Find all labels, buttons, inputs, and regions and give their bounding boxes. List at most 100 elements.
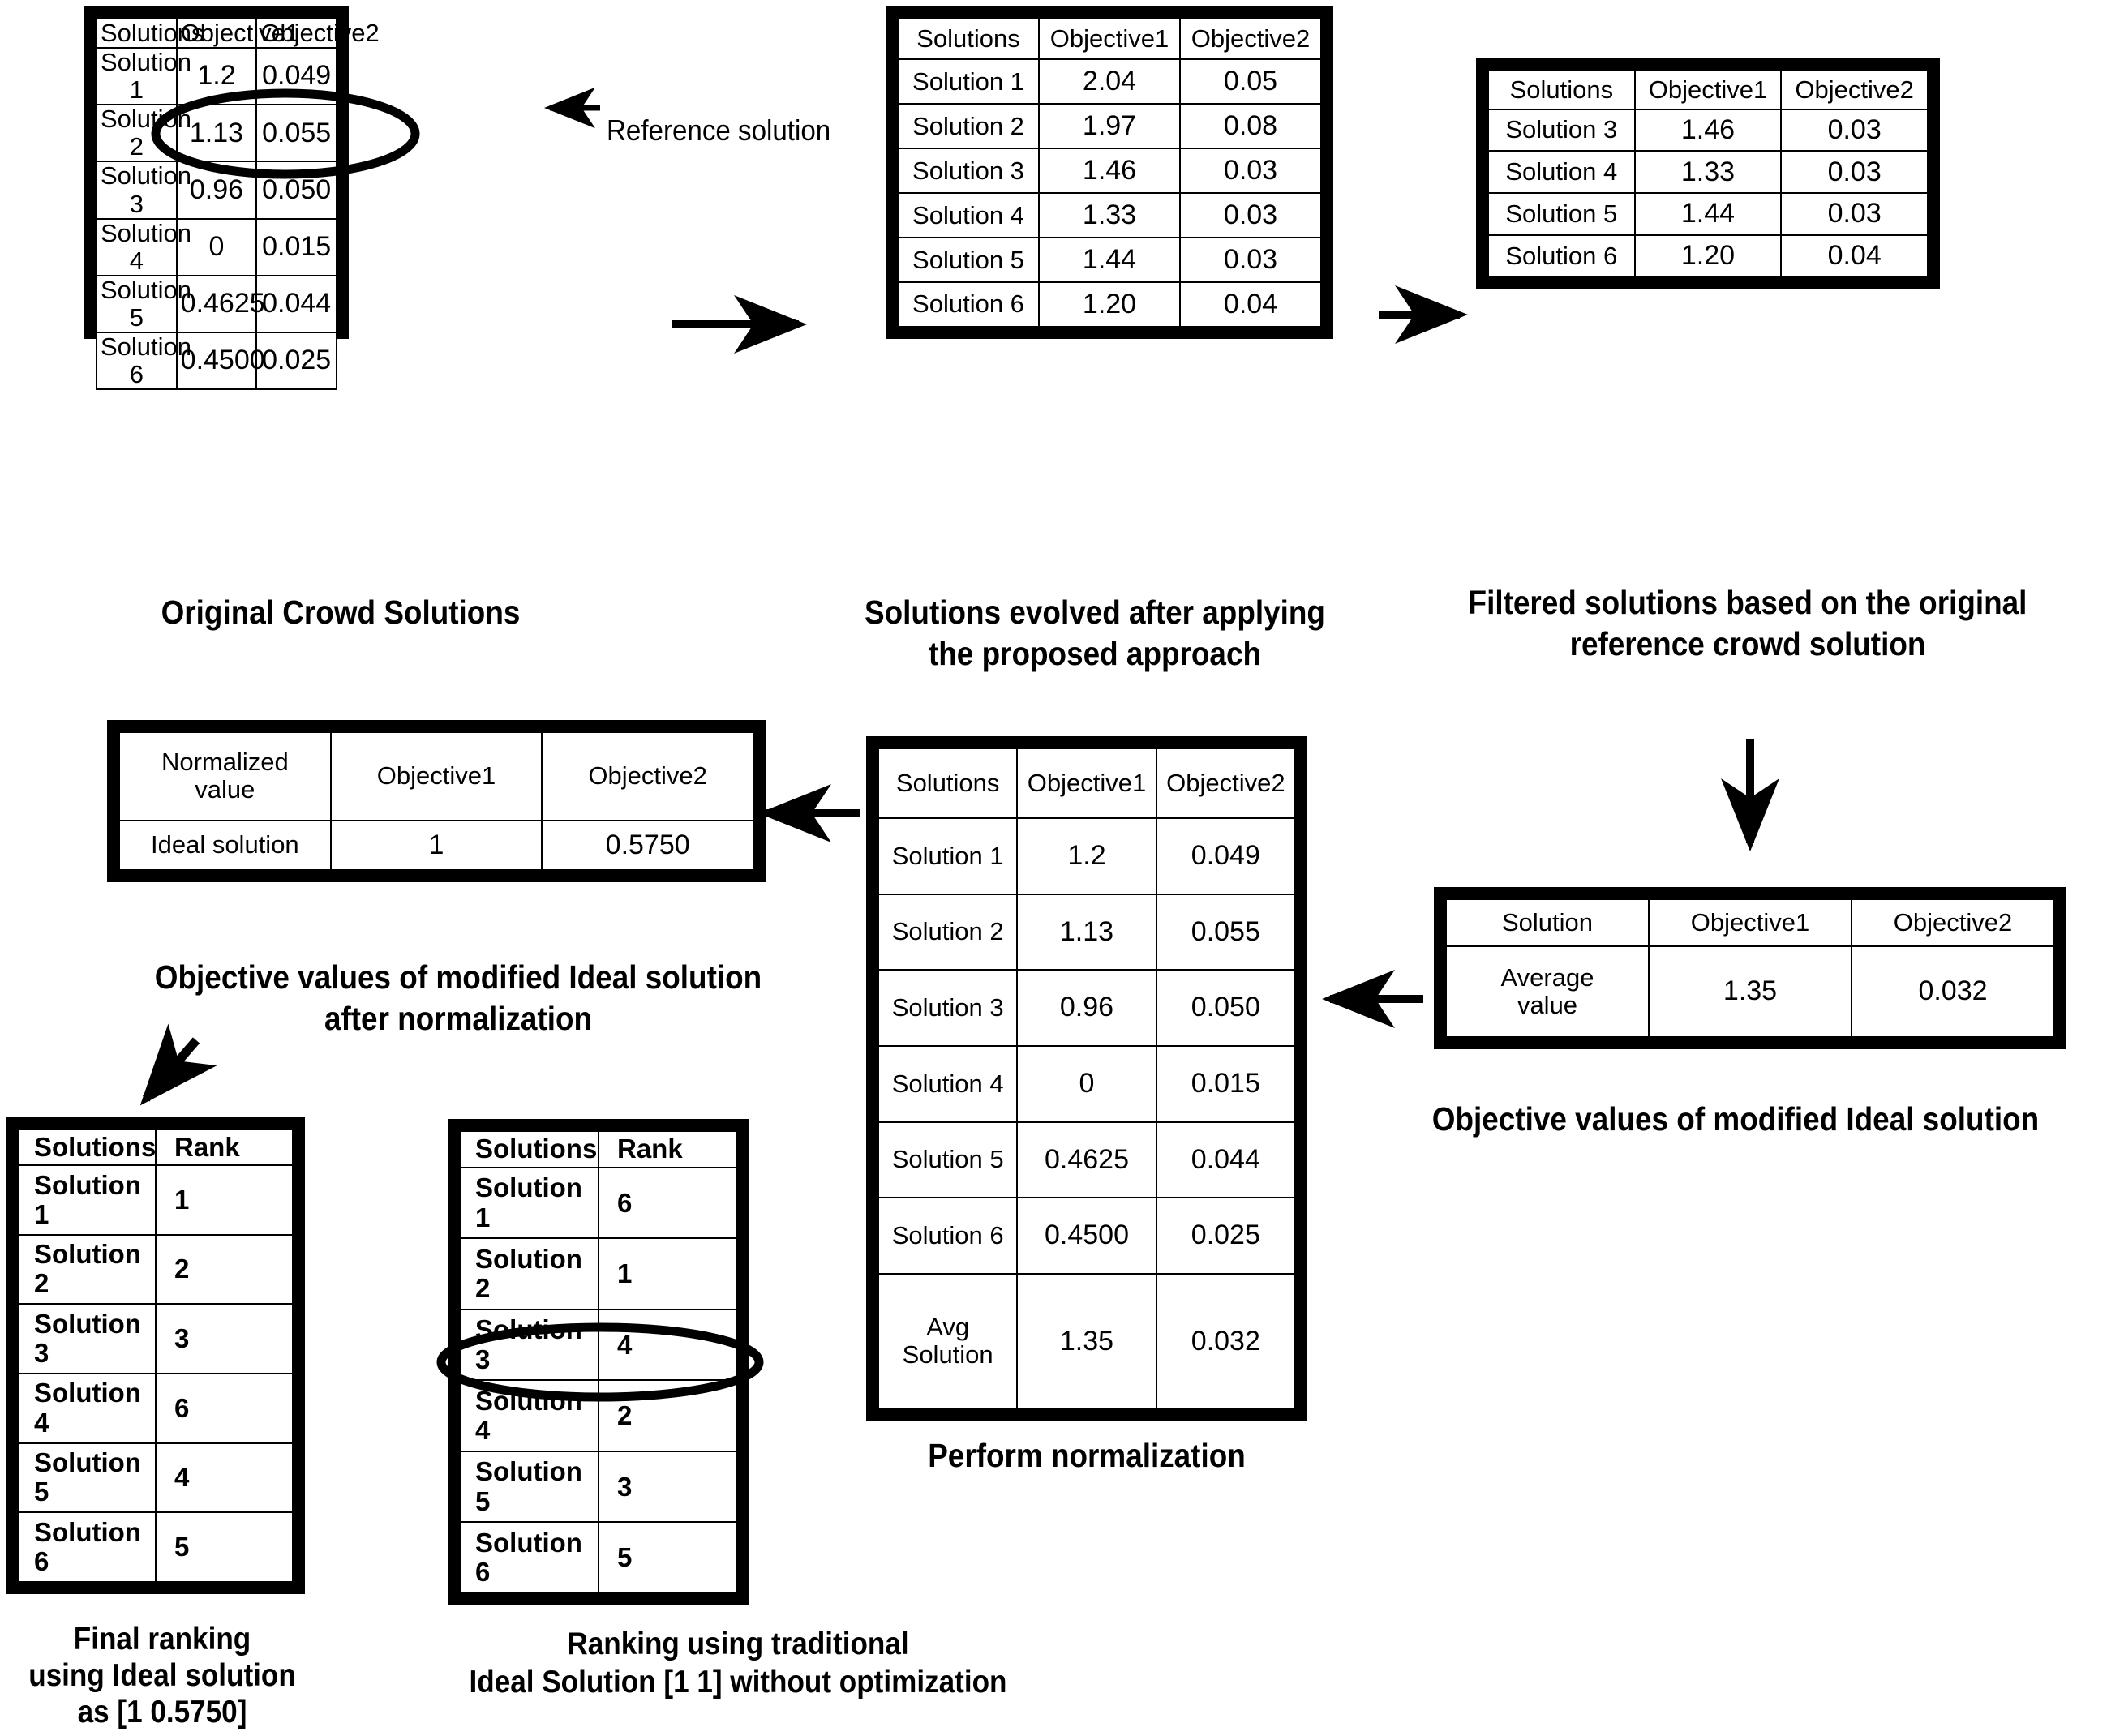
column-header-solutions: Solutions xyxy=(459,1130,599,1168)
table-row-average: Avg Solution 1.35 0.032 xyxy=(877,1272,1297,1411)
caption-original-crowd-solutions: Original Crowd Solutions xyxy=(161,594,521,631)
row-label: Solution 6 xyxy=(897,281,1040,328)
caption-perform-normalization: Perform normalization xyxy=(928,1437,1246,1474)
column-header-line-2: value xyxy=(195,775,255,804)
row-label: Solution 3 xyxy=(1487,108,1636,152)
cell-rank: 5 xyxy=(155,1511,294,1583)
caption-ideal-solution-normalized: Objective values of modified Ideal solut… xyxy=(90,957,827,1040)
table-header-row: Normalized value Objective1 Objective2 xyxy=(118,731,754,821)
column-header-solutions: Solutions xyxy=(897,17,1040,61)
cell-objective1: 1.46 xyxy=(1633,108,1783,152)
table-row: Solution 4 1.33 0.03 xyxy=(897,192,1322,239)
cell-objective1: 0 xyxy=(175,217,258,276)
table-row: Solution 4 0 0.015 xyxy=(96,217,337,276)
table-row: Solution 3 3 xyxy=(18,1303,294,1374)
row-label-line-1: Avg xyxy=(926,1313,970,1342)
cell-objective2: 0.025 xyxy=(1155,1197,1297,1275)
cell-objective2: 0.03 xyxy=(1780,192,1929,237)
cell-objective1: 1.13 xyxy=(1016,893,1157,971)
table-row: Solution 5 1.44 0.03 xyxy=(1487,192,1929,237)
table-row: Solution 2 1.97 0.08 xyxy=(897,103,1322,150)
annotation-reference-solution: Reference solution xyxy=(607,114,831,147)
table-row: Solution 2 1.13 0.055 xyxy=(877,893,1297,971)
caption-line-2: Ideal Solution [1 1] without optimizatio… xyxy=(469,1664,1007,1700)
cell-rank: 1 xyxy=(155,1164,294,1236)
cell-objective1: 1 xyxy=(329,819,543,872)
table-row: Solution 6 1.20 0.04 xyxy=(897,281,1322,328)
table-row: Solution 3 0.96 0.050 xyxy=(877,969,1297,1047)
table-row: Solution 1 2.04 0.05 xyxy=(897,58,1322,105)
table-row: Solution 5 4 xyxy=(18,1442,294,1514)
row-label: Solution 4 xyxy=(18,1372,157,1444)
cell-objective1: 1.20 xyxy=(1038,281,1181,328)
column-header-objective1: Objective1 xyxy=(1633,70,1783,110)
table-header-row: Solution Objective1 Objective2 xyxy=(1445,898,2055,947)
row-label: Solution 5 xyxy=(96,274,191,334)
cell-objective2: 0.044 xyxy=(1155,1121,1297,1199)
table-row-highlighted: Solution 4 2 xyxy=(459,1379,738,1452)
cell-objective1: 0.96 xyxy=(1016,969,1157,1047)
cell-objective1: 2.04 xyxy=(1038,58,1181,105)
table-header-row: Solutions Objective1 Objective2 xyxy=(96,17,380,49)
cell-objective1: 0.4625 xyxy=(1016,1121,1157,1199)
column-header-solutions: Solutions xyxy=(1487,70,1636,110)
cell-objective1: 0 xyxy=(1016,1044,1157,1123)
table-header-row: Solutions Objective1 Objective2 xyxy=(1487,70,1929,110)
row-label: Solution 4 xyxy=(96,217,191,276)
table-row: Solution 6 1.20 0.04 xyxy=(1487,234,1929,278)
arrow-ideal-to-final-ranking xyxy=(139,1023,217,1106)
table-row: Solution 5 0.4625 0.044 xyxy=(877,1121,1297,1199)
column-header-solution: Solution xyxy=(1445,898,1650,947)
cell-objective2: 0.5750 xyxy=(541,819,754,872)
caption-line-1: Final ranking xyxy=(73,1622,251,1657)
row-label: Solution 4 xyxy=(1487,150,1636,195)
table-row: Solution 1 1.2 0.049 xyxy=(877,817,1297,895)
cell-objective2: 0.032 xyxy=(1851,945,2055,1039)
table-row: Solution 3 1.46 0.03 xyxy=(1487,108,1929,152)
column-header-rank: Rank xyxy=(155,1129,294,1166)
column-header-solutions: Solutions xyxy=(96,17,204,49)
row-label: Solution 6 xyxy=(1487,234,1636,278)
column-header-solutions: Solutions xyxy=(877,748,1019,819)
table-row: Solution 2 2 xyxy=(18,1233,294,1305)
cell-objective1: 1.20 xyxy=(1633,234,1783,278)
cell-objective2: 0.044 xyxy=(255,274,337,334)
table-filtered-solutions: Solutions Objective1 Objective2 Solution… xyxy=(1476,58,1940,289)
cell-objective1: 1.44 xyxy=(1038,237,1181,284)
row-label: Solution 6 xyxy=(18,1511,157,1583)
table-row: Solution 2 1 xyxy=(459,1237,738,1310)
row-label: Solution 5 xyxy=(877,1121,1019,1199)
cell-rank: 3 xyxy=(155,1303,294,1374)
row-label: Solution 5 xyxy=(1487,192,1636,237)
column-header-objective2: Objective2 xyxy=(1780,70,1929,110)
cell-objective2: 0.03 xyxy=(1179,148,1322,195)
caption-average-value: Objective values of modified Ideal solut… xyxy=(1431,1100,2040,1138)
column-header-line-1: Normalized xyxy=(161,748,289,777)
cell-rank: 2 xyxy=(155,1233,294,1305)
row-label: Solution 3 xyxy=(18,1303,157,1374)
column-header-objective2: Objective2 xyxy=(1179,17,1322,61)
table-header-row: Solutions Rank xyxy=(459,1130,738,1168)
row-label-line-1: Average xyxy=(1500,962,1594,992)
row-label: Solution 2 xyxy=(459,1237,599,1310)
cell-objective1: 1.44 xyxy=(1633,192,1783,237)
row-label: Solution 4 xyxy=(897,192,1040,239)
table-traditional-ranking: Solutions Rank Solution 1 6 Solution 2 1… xyxy=(448,1119,749,1605)
column-header-objective1: Objective1 xyxy=(329,731,543,821)
table-header-row: Solutions Rank xyxy=(18,1129,294,1166)
cell-objective2: 0.049 xyxy=(255,47,337,106)
caption-line-1: Filtered solutions based on the original xyxy=(1468,584,2027,621)
row-label: Solution 2 xyxy=(897,103,1040,150)
cell-objective2: 0.04 xyxy=(1179,281,1322,328)
column-header-objective2: Objective2 xyxy=(1851,898,2055,947)
cell-rank: 6 xyxy=(155,1372,294,1444)
column-header-objective1: Objective1 xyxy=(1038,17,1181,61)
caption-line-1: Ranking using traditional xyxy=(567,1627,909,1661)
table-row: Solution 2 1.13 0.055 xyxy=(96,104,337,163)
caption-line-2: reference crowd solution xyxy=(1569,625,1926,663)
caption-line-2: after normalization xyxy=(324,1000,593,1038)
table-row: Solution 6 5 xyxy=(18,1511,294,1583)
row-label-line-2: Solution xyxy=(902,1340,993,1370)
column-header-objective2: Objective2 xyxy=(255,17,380,49)
cell-objective2: 0.032 xyxy=(1155,1272,1297,1411)
